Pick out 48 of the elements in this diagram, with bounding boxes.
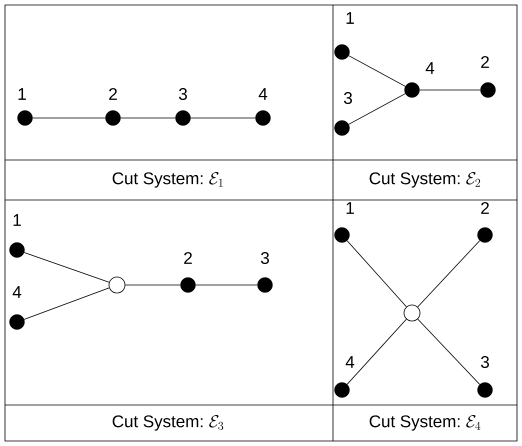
edge-line [24,252,110,283]
edge-line [417,240,480,308]
vertex-label: 3 [480,356,489,368]
dot [477,227,493,243]
vertex-label: 1 [346,202,354,214]
dot [404,82,420,98]
vertex-label: 1 [18,88,26,100]
open-circle [404,304,420,322]
vertex-label: 3 [344,92,352,104]
vertex-label: 4 [426,62,434,74]
dot [477,382,493,398]
vertex-label: 4 [258,88,268,100]
dot [257,277,273,293]
dot [334,227,350,243]
caption: Cut System: $\mathcal{E}_4$ [370,415,480,431]
vertex-label: 3 [178,88,187,100]
edge-line [125,284,181,286]
dot [480,82,496,98]
caption: Cut System: $\mathcal{E}_2$ [370,172,480,188]
dot [105,110,121,126]
open-circle [108,276,126,294]
edge-line [348,55,406,87]
vertex-label: 2 [481,56,489,68]
vertex-label: 4 [12,286,22,298]
caption: Cut System: $\mathcal{E}_3$ [112,415,224,431]
edge-line [348,93,406,125]
vertex-label: 2 [481,202,489,214]
edge-line [195,284,258,286]
vertex-label: 2 [109,88,117,100]
vertex-label: 1 [14,214,21,226]
edge-line [346,240,407,308]
edge-line [24,288,110,320]
edge-line [417,318,480,385]
dot [9,314,25,330]
dot [180,277,196,293]
caption: Cut System: $\mathcal{E}_1$ [112,172,223,188]
dot [175,110,191,126]
vertex-label: 4 [346,356,354,368]
vertex-label: 3 [260,252,269,264]
dot [334,382,350,398]
dot [255,110,271,126]
edge-line [346,318,407,385]
dot [9,242,25,258]
dot [334,120,350,136]
dot [334,44,350,60]
vertex-label: 1 [346,12,354,24]
vertex-label: 2 [184,252,192,264]
dot [17,110,33,126]
